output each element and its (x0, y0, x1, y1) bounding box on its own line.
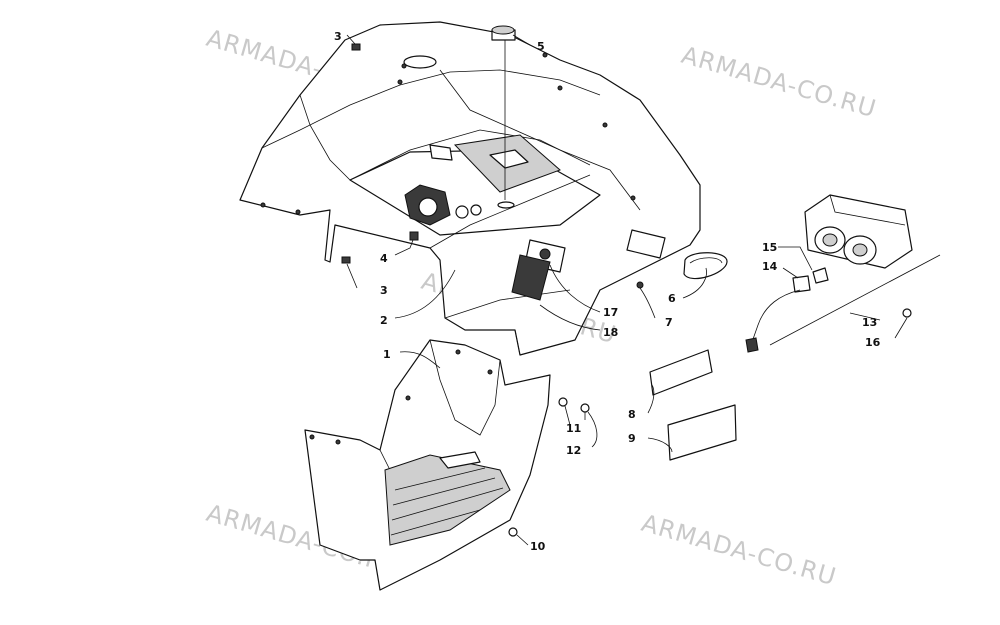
callouts: 3 5 4 3 2 1 17 18 6 7 8 9 10 11 12 15 14… (334, 30, 881, 553)
decal-9 (667, 404, 737, 461)
callout-12: 12 (566, 444, 581, 457)
splash-shield (304, 339, 551, 591)
bulb-15 (812, 267, 829, 284)
taillight-assembly-13 (804, 194, 913, 269)
callout-14: 14 (762, 260, 778, 273)
warning-label-18 (511, 254, 551, 301)
callout-17: 17 (603, 306, 618, 319)
callout-11: 11 (566, 422, 581, 435)
callout-16: 16 (865, 336, 881, 349)
leader-lines (346, 34, 941, 546)
clip-4 (409, 231, 419, 241)
screw-10 (508, 527, 518, 537)
callout-2: 2 (380, 314, 388, 327)
callout-5: 5 (537, 40, 545, 53)
callout-6: 6 (668, 292, 676, 305)
reflector-6 (683, 252, 728, 280)
watermark-5: ARMADA-CO.RU (638, 509, 839, 591)
nut-11 (558, 397, 568, 407)
screw-16 (902, 308, 912, 318)
rear-fender (239, 21, 701, 356)
decal-8 (649, 349, 713, 396)
cap-5 (491, 25, 516, 200)
screw-12 (580, 403, 590, 420)
callout-1: 1 (383, 348, 391, 361)
socket-14 (745, 275, 811, 353)
callout-4: 4 (380, 252, 388, 265)
callout-18: 18 (603, 326, 618, 339)
screw-7 (636, 281, 644, 289)
callout-3-top: 3 (334, 30, 342, 43)
callout-8: 8 (628, 408, 636, 421)
callout-9: 9 (628, 432, 636, 445)
callout-7: 7 (665, 316, 673, 329)
clip-3-lower (341, 256, 351, 264)
watermark-2: ARMADA-CO.RU (678, 41, 879, 123)
clip-3-top (351, 43, 361, 51)
callout-10: 10 (530, 540, 546, 553)
callout-13: 13 (862, 316, 877, 329)
callout-15: 15 (762, 241, 777, 254)
callout-3-lower: 3 (380, 284, 388, 297)
